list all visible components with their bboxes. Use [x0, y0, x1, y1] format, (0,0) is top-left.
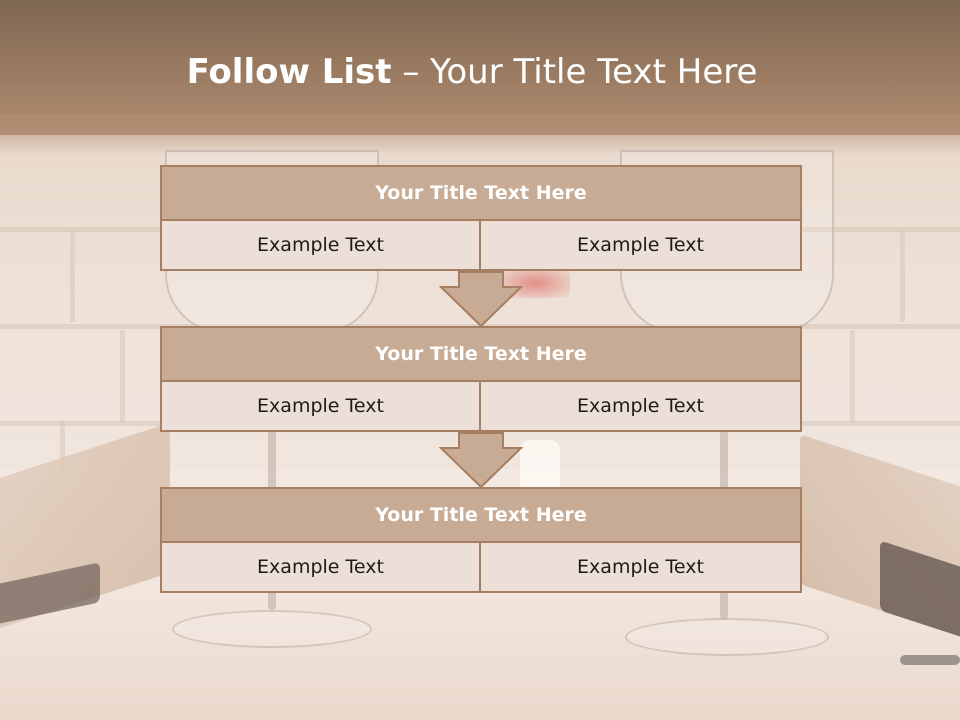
card-cell-right: Example Text: [479, 221, 802, 271]
list-card-3: Your Title Text Here Example Text Exampl…: [160, 487, 802, 593]
fork: [900, 655, 960, 665]
slide-title-bold: Follow List: [186, 52, 392, 92]
down-arrow-icon: [439, 271, 523, 327]
card-title: Your Title Text Here: [160, 326, 802, 382]
list-card-2: Your Title Text Here Example Text Exampl…: [160, 326, 802, 432]
slide-title-rest: – Your Title Text Here: [391, 52, 758, 92]
card-cell-left: Example Text: [160, 382, 481, 432]
list-card-1: Your Title Text Here Example Text Exampl…: [160, 165, 802, 271]
card-title: Your Title Text Here: [160, 165, 802, 221]
card-cell-right: Example Text: [479, 543, 802, 593]
card-row: Example Text Example Text: [160, 543, 802, 593]
background-top-band: [0, 0, 960, 135]
down-arrow-icon: [439, 432, 523, 488]
card-cell-left: Example Text: [160, 221, 481, 271]
card-cell-left: Example Text: [160, 543, 481, 593]
card-title: Your Title Text Here: [160, 487, 802, 543]
card-row: Example Text Example Text: [160, 382, 802, 432]
card-row: Example Text Example Text: [160, 221, 802, 271]
slide-title: Follow List – Your Title Text Here: [0, 52, 944, 92]
card-cell-right: Example Text: [479, 382, 802, 432]
